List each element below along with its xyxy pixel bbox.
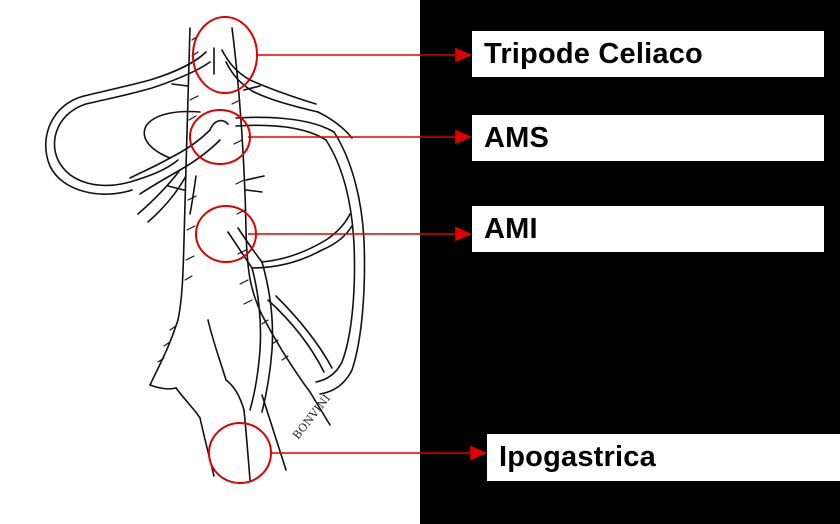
- label-ams: AMS: [472, 115, 824, 161]
- arrowhead-ipogastrica: [470, 445, 488, 461]
- bifurcation-notch: [207, 319, 227, 381]
- label-ami: AMI: [472, 206, 824, 252]
- leader-lines: [248, 47, 488, 461]
- arrowhead-ami: [455, 226, 473, 242]
- marker-circle-ami: [195, 205, 257, 263]
- arrowhead-tripode: [455, 47, 473, 63]
- illustration-panel: [0, 0, 420, 524]
- marker-circle-ipogastrica: [208, 422, 272, 484]
- label-tripode-celiaco: Tripode Celiaco: [472, 31, 824, 77]
- aorta-right-wall: [231, 27, 311, 393]
- aorta-left-wall: [149, 27, 191, 386]
- vessel-drawing: [45, 27, 366, 481]
- arrowhead-ams: [455, 129, 473, 145]
- marker-circle-ams: [189, 109, 251, 165]
- artist-signature: BONVINI: [290, 392, 333, 442]
- label-ipogastrica: Ipogastrica: [487, 434, 840, 481]
